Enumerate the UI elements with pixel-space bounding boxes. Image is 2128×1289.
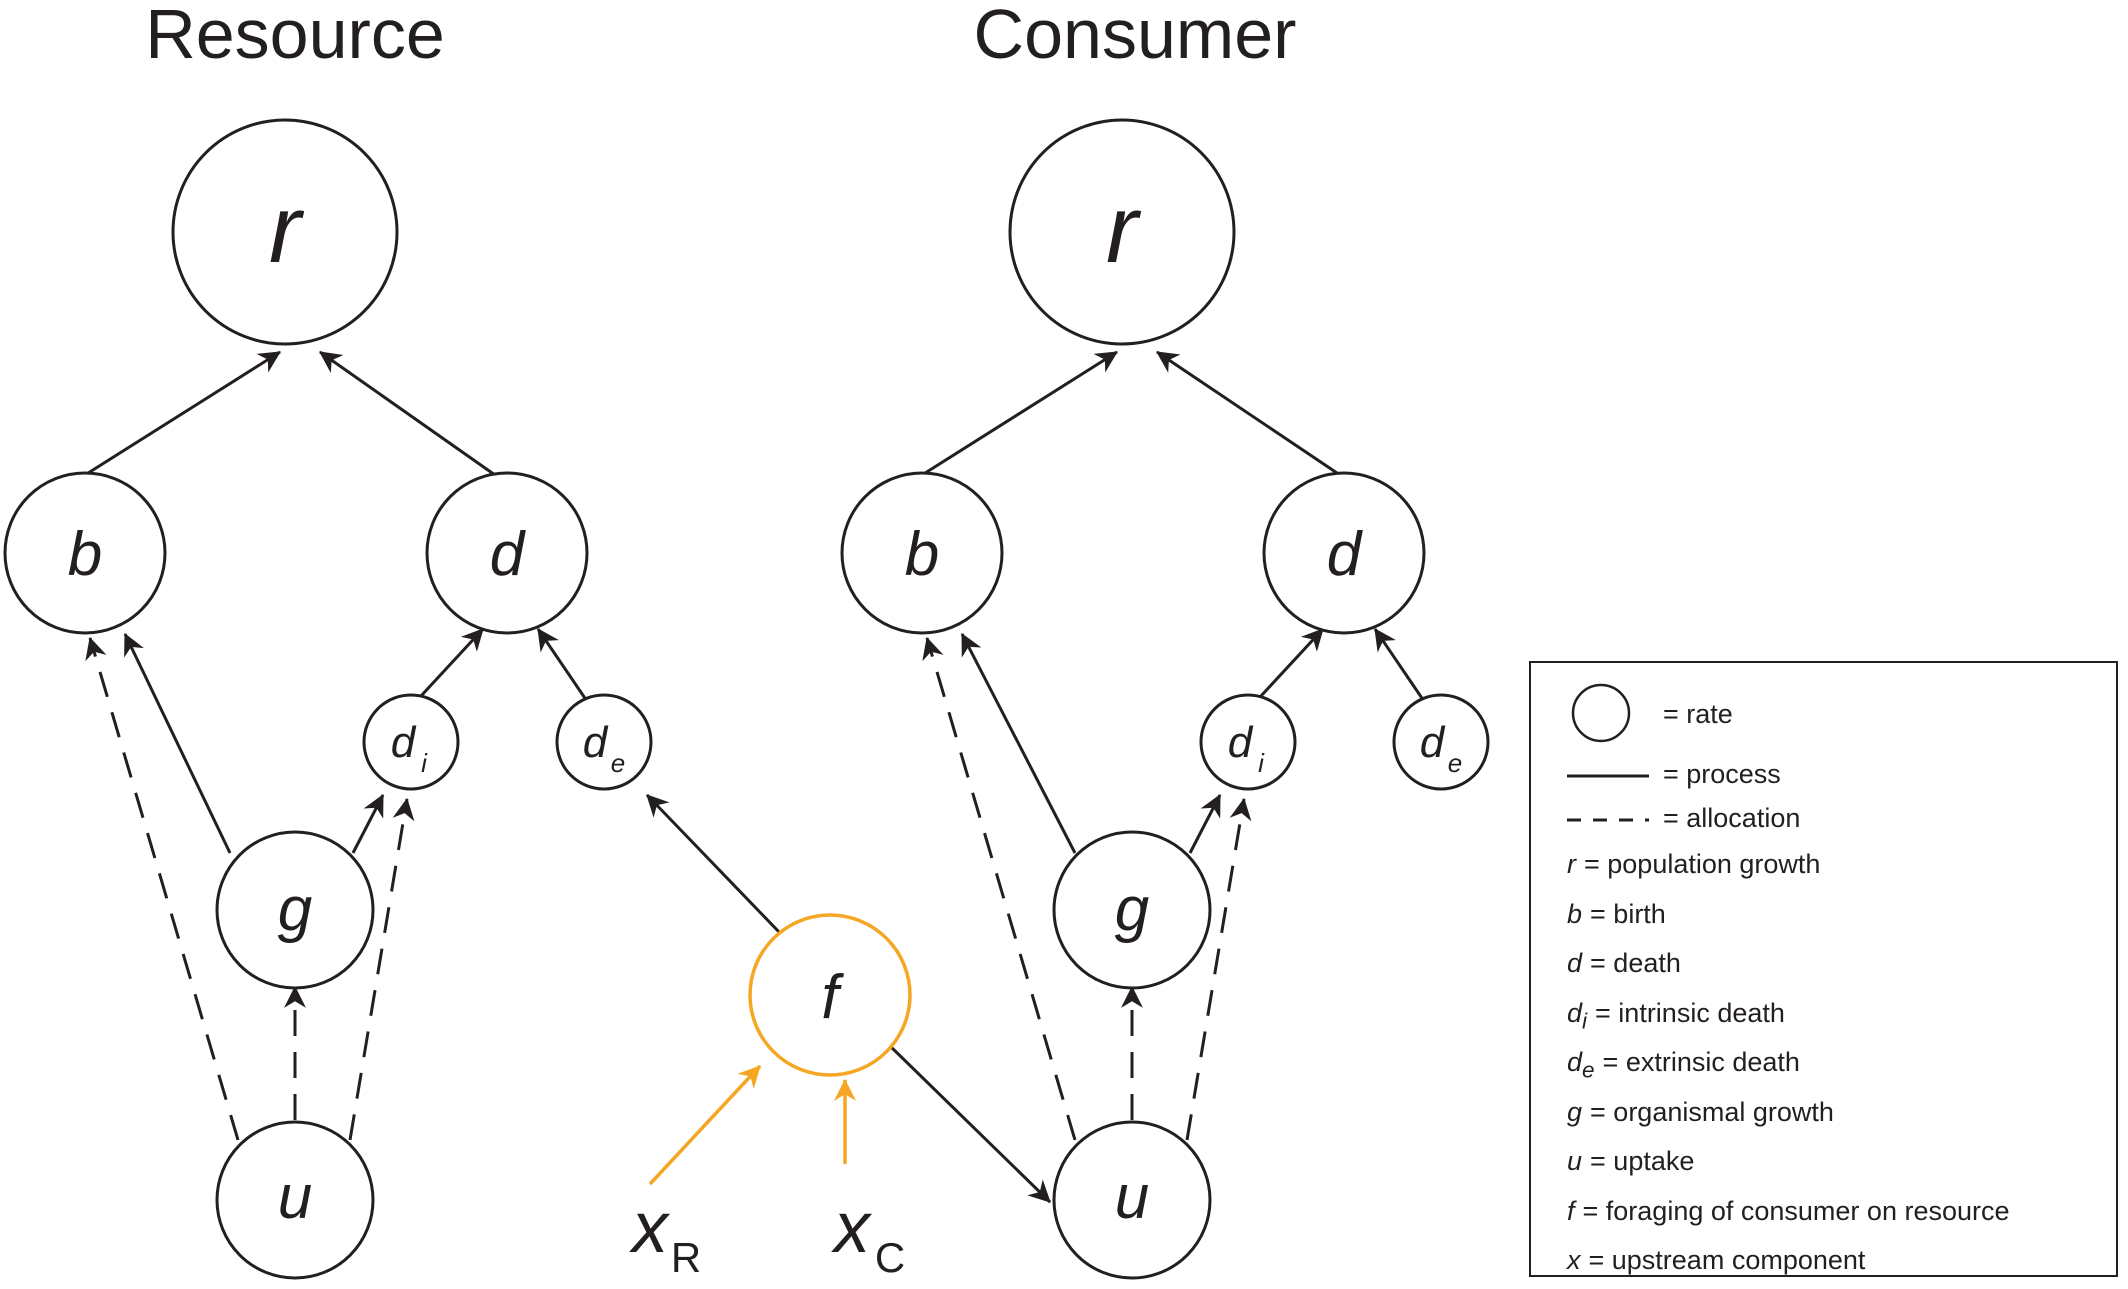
node-b-consumer [840,471,1004,635]
resource-heading: Resource [145,0,445,73]
legend-term-subscript: i [1582,1007,1588,1033]
label-d-consumer: d [1327,520,1364,589]
legend-term-description: = upstream component [1588,1245,1866,1275]
node-r-consumer [1008,118,1236,346]
node-f-foraging [748,913,912,1077]
edge-d-to-r-resource [319,350,496,477]
alloc-u-to-b-resource [85,636,240,1141]
edge-b-to-r-consumer [921,350,1118,477]
legend-term-row: di = intrinsic death [1567,998,1785,1034]
legend-term-description: = organismal growth [1590,1096,1834,1127]
node-d-resource [425,471,589,635]
label-di-sub-resource: i [421,748,428,778]
label-di-sub-consumer: i [1258,748,1265,778]
label-r-resource: r [269,176,305,283]
alloc-u-to-di-consumer [1185,797,1252,1141]
label-xc: x [831,1188,873,1268]
legend-term-symbol: u [1567,1146,1583,1176]
edge-de-to-d-consumer [1373,628,1432,711]
node-di-consumer [1199,693,1297,791]
legend-term-symbol: d [1567,948,1583,978]
allocation-dash-icon [1567,818,1649,822]
legend-term-description: = death [1590,948,1681,978]
edge-de-to-d-resource [536,628,595,711]
legend-term-description: = population growth [1584,849,1821,879]
legend-allocation-label: = allocation [1663,803,1801,833]
label-de-sub-resource: e [611,748,625,778]
legend-term-row: u= uptake [1567,1146,1694,1177]
legend-term-description: = intrinsic death [1595,997,1785,1028]
edge-f-to-u-consumer [888,1044,1052,1204]
rate-circle-icon [1571,683,1631,743]
legend-term-row: de = extrinsic death [1567,1047,1800,1083]
label-r-consumer: r [1106,176,1142,283]
node-r-resource [171,118,399,346]
node-g-consumer [1052,830,1212,990]
legend-term-symbol: d [1567,997,1583,1028]
legend-term-row: f= foraging of consumer on resource [1567,1196,2010,1227]
legend-term-symbol: b [1567,898,1583,929]
edge-g-to-b-resource [123,633,232,854]
node-di-resource [362,693,460,791]
legend-term-description: = extrinsic death [1602,1047,1800,1077]
node-de-resource [555,693,653,791]
legend-term-symbol: g [1567,1096,1583,1127]
label-di-consumer: d [1228,718,1254,767]
legend-process-label: = process [1663,759,1781,789]
label-xc-sub: C [875,1234,905,1281]
legend-term-symbol: x [1567,1245,1581,1275]
legend-term-row: r = population growth [1567,849,1820,880]
edge-b-to-r-resource [84,350,281,477]
legend-term-symbol: f [1567,1195,1575,1226]
legend-rate-label: = rate [1663,699,1733,729]
process-line-icon [1567,774,1649,778]
label-u-resource: u [278,1163,312,1232]
alloc-u-to-di-resource [348,797,415,1141]
edge-g-to-di-consumer [1188,794,1222,854]
label-di-resource: d [391,718,417,767]
label-u-consumer: u [1115,1163,1149,1232]
edge-d-to-r-consumer [1156,350,1341,477]
alloc-u-to-b-consumer [922,636,1077,1141]
edge-xr-to-f [648,1064,762,1186]
node-u-resource [215,1120,375,1280]
label-xr: x [629,1188,671,1268]
legend-term-row: d= death [1567,948,1681,979]
node-g-resource [215,830,375,990]
legend-box: = rate = process = allocation r = populat… [1529,661,2118,1277]
node-de-consumer [1392,693,1490,791]
legend-term-symbol: r [1567,849,1576,879]
legend-term-row: x= upstream component [1567,1245,1865,1276]
node-d-consumer [1262,471,1426,635]
legend-term-row: g= organismal growth [1567,1097,1834,1128]
node-b-resource [3,471,167,635]
node-u-consumer [1052,1120,1212,1280]
legend-term-symbol: d [1567,1047,1583,1077]
label-de-consumer: d [1420,718,1446,767]
legend-term-row: b= birth [1567,899,1666,930]
label-xr-sub: R [671,1234,701,1281]
edge-g-to-b-consumer [960,633,1077,854]
legend-term-description: = birth [1590,898,1666,929]
legend-term-description: = uptake [1590,1146,1695,1176]
label-de-sub-consumer: e [1448,748,1462,778]
label-g-resource: g [278,875,312,944]
label-b-resource: b [68,520,102,589]
label-g-consumer: g [1115,875,1149,944]
edge-f-to-de-resource [645,793,782,935]
legend-term-description: = foraging of consumer on resource [1582,1195,2010,1226]
legend-term-subscript: e [1582,1057,1595,1083]
edge-g-to-di-resource [351,794,385,854]
consumer-heading: Consumer [974,0,1297,73]
label-b-consumer: b [905,520,939,589]
label-de-resource: d [583,718,609,767]
label-d-resource: d [490,520,527,589]
